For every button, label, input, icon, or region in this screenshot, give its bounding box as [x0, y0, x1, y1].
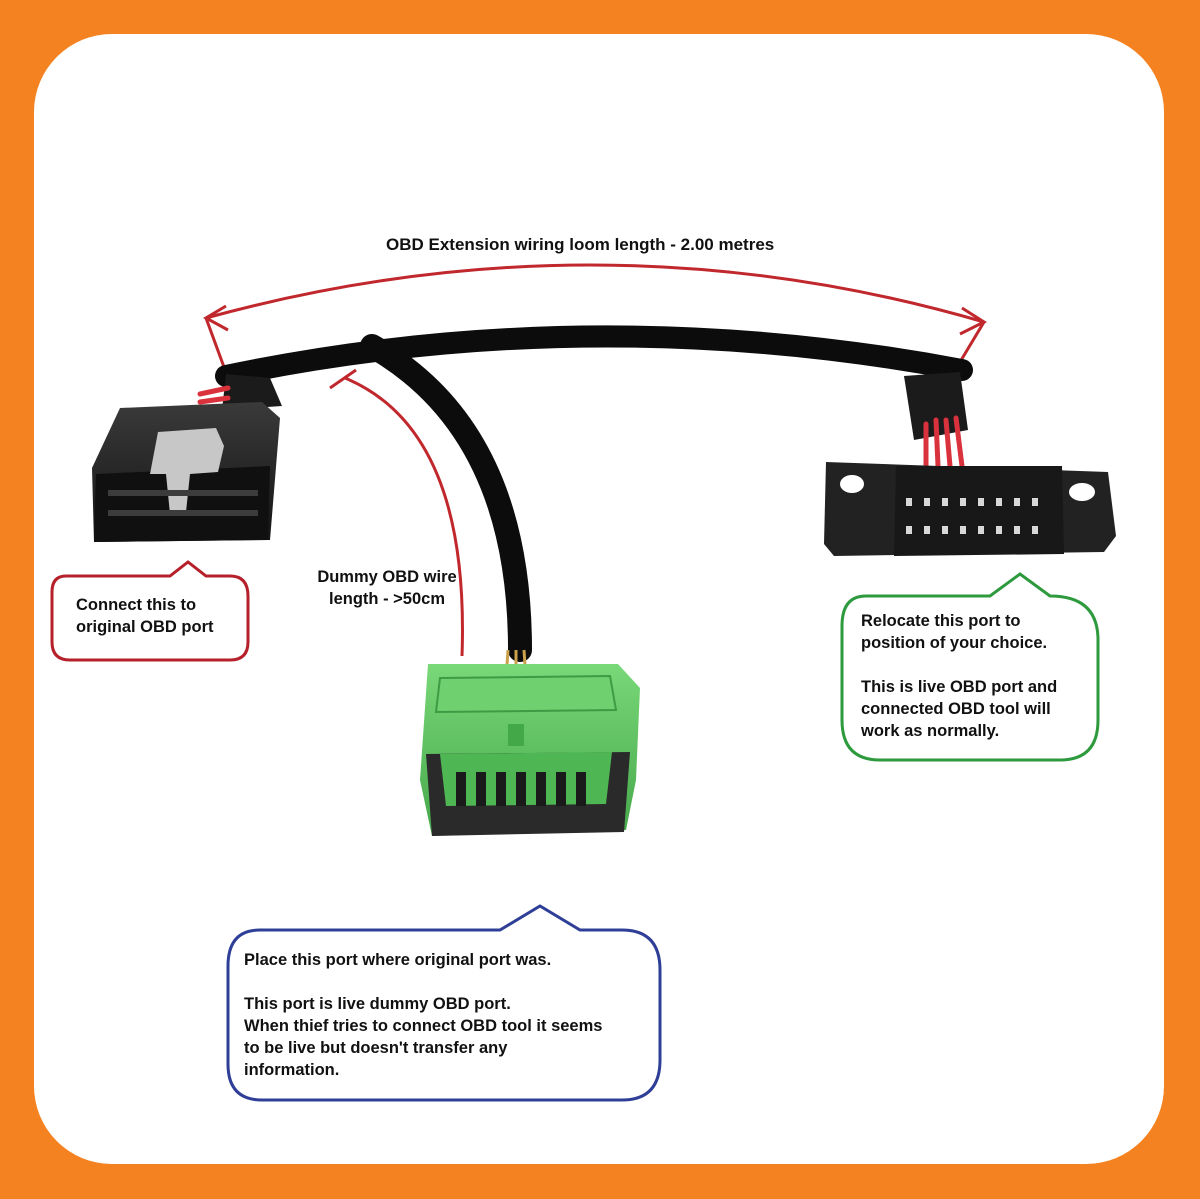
obd-dummy-socket-icon [420, 649, 640, 836]
main-cable [215, 325, 973, 387]
white-panel [34, 34, 1164, 1164]
callout-relocated-port-text: Relocate this port to position of your c… [861, 612, 1058, 740]
callout-relocated-port-bubble [840, 572, 1100, 762]
callout-original-port-bubble [50, 560, 250, 662]
loom-length-label: OBD Extension wiring loom length - 2.00 … [386, 235, 775, 254]
obd-female-socket-icon [824, 372, 1116, 556]
dummy-wire-arrow [329, 368, 464, 657]
callout-original-port-text: Connect this to original OBD port [76, 596, 214, 636]
obd-male-plug-icon [92, 374, 282, 542]
callout-dummy-port-bubble [226, 904, 662, 1102]
dummy-wire-length-label: Dummy OBD wire length - >50cm [317, 568, 457, 608]
dummy-cable [360, 334, 532, 662]
callout-dummy-port-text: Place this port where original port was.… [244, 951, 603, 1079]
